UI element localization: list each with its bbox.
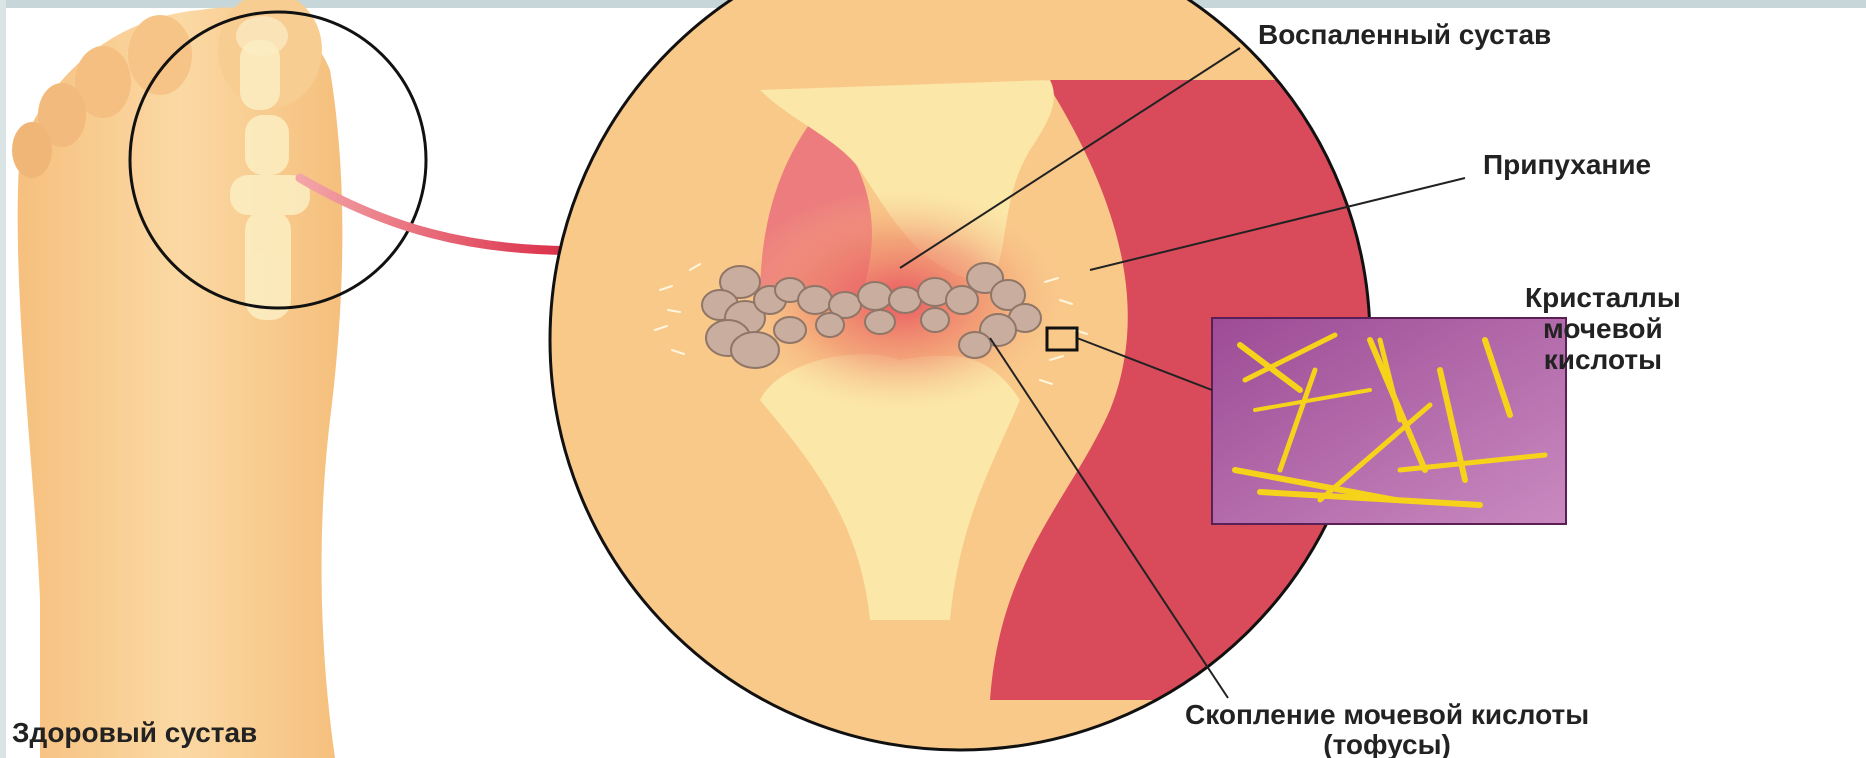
label-swelling: Припухание xyxy=(1483,150,1651,180)
label-tophi-line-1: Скопление мочевой кислоты xyxy=(1185,700,1589,730)
label-tophi: Скопление мочевой кислоты (тофусы) xyxy=(1185,700,1589,758)
label-inflamed-joint: Воспаленный сустав xyxy=(1258,20,1551,50)
foot-illustration xyxy=(12,0,426,758)
label-healthy-joint: Здоровый сустав xyxy=(12,718,257,748)
crystal-panel xyxy=(1212,318,1566,524)
toe-2 xyxy=(128,15,192,95)
label-crystals-line-3: кислоты xyxy=(1525,344,1681,375)
label-tophi-line-2: (тофусы) xyxy=(1185,730,1589,758)
label-crystals-line-1: Кристаллы xyxy=(1525,282,1681,313)
label-crystals-line-2: мочевой xyxy=(1525,313,1681,344)
toe-5 xyxy=(12,122,52,178)
label-uric-acid-crystals: Кристаллы мочевой кислоты xyxy=(1525,282,1681,375)
